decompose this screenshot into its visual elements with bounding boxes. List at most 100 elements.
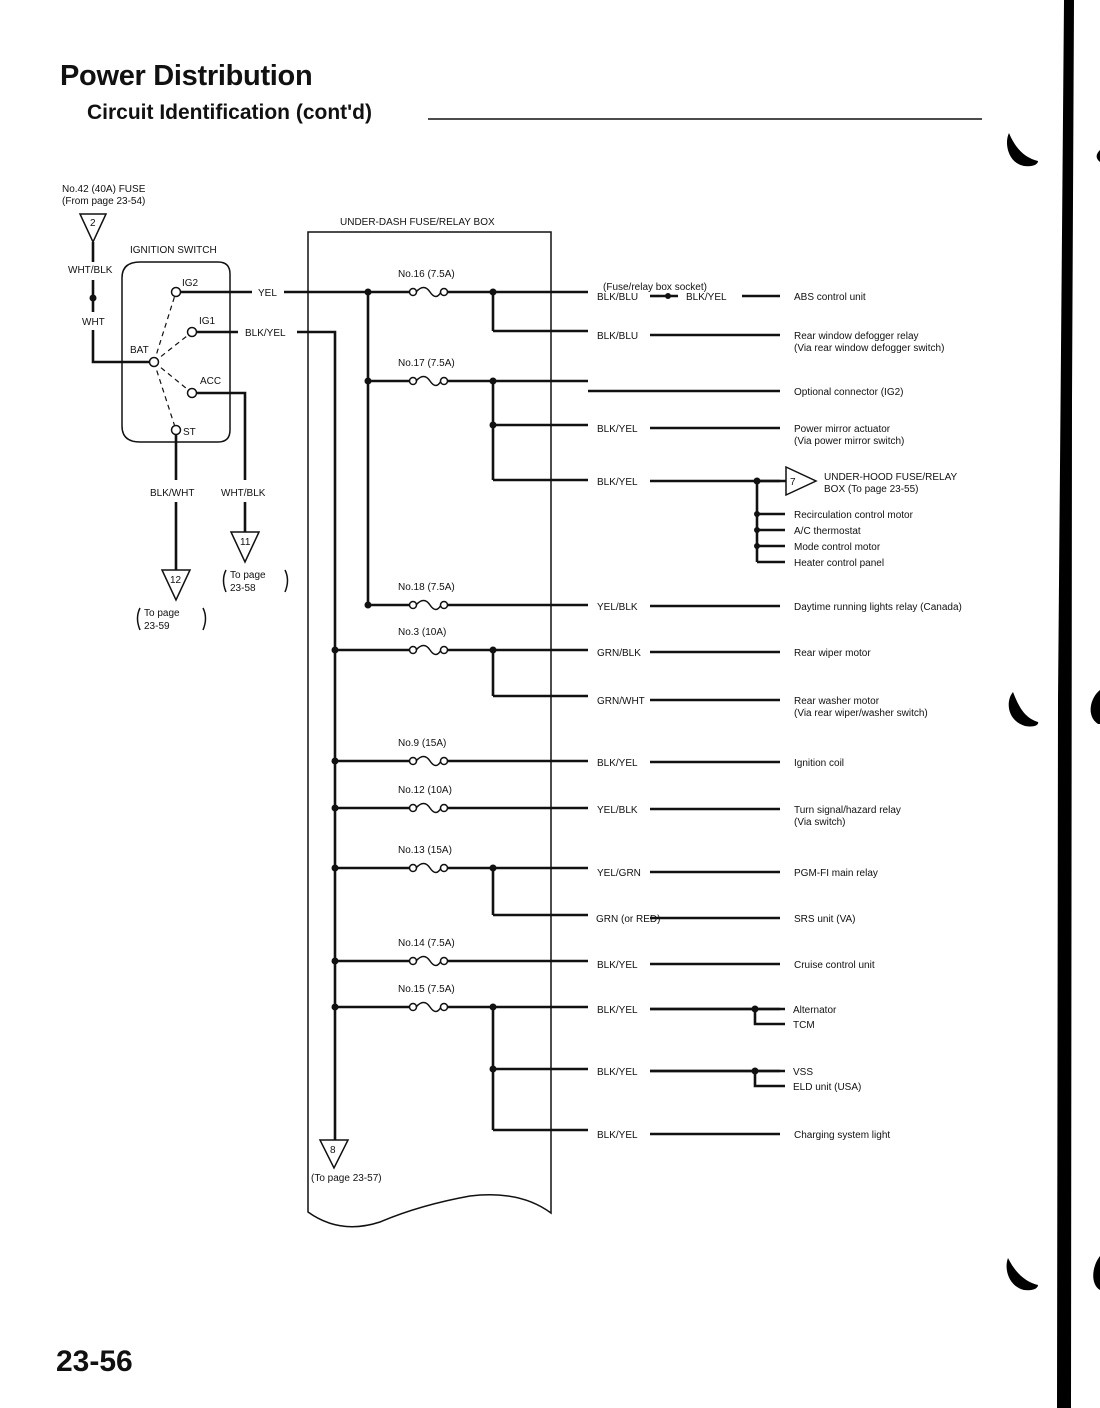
source-from-page: (From page 23-54) — [62, 196, 145, 207]
branch-load-label: Recirculation control motor — [794, 510, 914, 521]
acc-connector-page-2: 23-58 — [230, 583, 256, 594]
wire-color-label: GRN (or RED) — [596, 914, 660, 925]
fuse-label: No.13 (15A) — [398, 845, 452, 856]
terminal-st — [170, 424, 182, 436]
branch-load-label: VSS — [793, 1067, 813, 1078]
splice-dot — [489, 646, 497, 654]
fuse-terminal — [439, 645, 449, 655]
branch-load-label: Heater control panel — [794, 558, 884, 569]
fuse-label: No.3 (10A) — [398, 627, 446, 638]
fuse-terminal — [408, 863, 418, 873]
terminal-label-bat: BAT — [130, 345, 149, 356]
st-connector-page-2: 23-59 — [144, 621, 170, 632]
fuse-terminal — [408, 600, 418, 610]
fuse-terminal — [408, 376, 418, 386]
st-connector-page-1: To page — [144, 608, 180, 619]
bottom-connector-page: (To page 23-57) — [311, 1173, 382, 1184]
terminal-acc — [186, 387, 198, 399]
splice-dot — [489, 377, 497, 385]
splice-dot — [489, 864, 497, 872]
st-connector-number: 12 — [170, 575, 182, 586]
wire-label-blk-yel: BLK/YEL — [245, 328, 286, 339]
load-label: SRS unit (VA) — [794, 914, 856, 925]
fuse-label: No.15 (7.5A) — [398, 984, 455, 995]
connector-triangle-icon — [318, 1139, 350, 1170]
load-label: Optional connector (IG2) — [794, 387, 904, 398]
load-label: ABS control unit — [794, 292, 866, 303]
load-label-note: (Via rear wiper/washer switch) — [794, 708, 928, 719]
fuse: No.18 (7.5A) — [364, 582, 588, 611]
terminal-bat — [148, 356, 160, 368]
wire-color-label: BLK/YEL — [597, 960, 638, 971]
wire-label-acc: WHT/BLK — [221, 488, 266, 499]
load-label: Rear wiper motor — [794, 648, 871, 659]
splice-dot — [489, 288, 497, 296]
fuse-label: No.17 (7.5A) — [398, 358, 455, 369]
fuse-icon — [415, 802, 442, 814]
fuse-terminal — [408, 287, 418, 297]
fuse: No.9 (15A) — [331, 738, 588, 767]
page-number: 23-56 — [56, 1345, 133, 1378]
load-label-note: (Via rear window defogger switch) — [794, 343, 944, 354]
load-label: Turn signal/hazard relay — [794, 805, 901, 816]
fuse-icon — [415, 644, 442, 656]
terminal-label-ig2: IG2 — [182, 278, 199, 289]
branch-load-label: TCM — [793, 1020, 815, 1031]
acc-connector-number: 11 — [240, 537, 251, 548]
wire-color-label: BLK/YEL — [597, 1067, 638, 1078]
wire-color-label: BLK/YEL — [597, 477, 638, 488]
fuse-label: No.18 (7.5A) — [398, 582, 455, 593]
fuse: No.13 (15A) — [331, 845, 588, 874]
load-label-note: (Via power mirror switch) — [794, 436, 904, 447]
fuse-terminal — [408, 803, 418, 813]
registration-mark — [1090, 690, 1100, 724]
fuse-label: No.9 (15A) — [398, 738, 446, 749]
fuse-terminal — [439, 600, 449, 610]
wire-label-st: BLK/WHT — [150, 488, 194, 499]
fuse-icon — [415, 862, 442, 874]
fuse-terminal — [439, 863, 449, 873]
source-wire-lower: WHT — [82, 317, 105, 328]
wire-color-label: YEL/GRN — [597, 868, 641, 879]
load-label: Charging system light — [794, 1130, 890, 1141]
ignition-switch-label: IGNITION SWITCH — [130, 245, 217, 256]
fuse-terminal — [408, 756, 418, 766]
fuse-icon — [415, 755, 442, 767]
fuse-icon — [415, 375, 442, 387]
fuse-terminal — [439, 287, 449, 297]
fuse-icon — [415, 286, 442, 298]
splice-dot — [489, 1065, 497, 1073]
connector-triangle-icon — [78, 213, 108, 244]
branch-load-label: Alternator — [793, 1005, 837, 1016]
fuse: No.3 (10A) — [331, 627, 588, 656]
fuse-label: No.14 (7.5A) — [398, 938, 455, 949]
acc-connector-page-1: To page — [230, 570, 266, 581]
ignition-switch-body — [121, 261, 231, 443]
load-label: PGM-FI main relay — [794, 868, 878, 879]
fuse: No.12 (10A) — [331, 785, 588, 814]
load-label: UNDER-HOOD FUSE/RELAY — [824, 472, 957, 483]
wire-color-label: YEL/BLK — [597, 805, 638, 816]
page-subtitle: Circuit Identification (cont'd) — [87, 101, 372, 124]
fuse-terminal — [408, 645, 418, 655]
fuse-terminal — [408, 956, 418, 966]
load-label-note: BOX (To page 23-55) — [824, 484, 919, 495]
fuse: No.17 (7.5A) — [364, 358, 588, 387]
load-label: Power mirror actuator — [794, 424, 891, 435]
registration-mark — [1006, 1258, 1038, 1291]
terminal-label-acc: ACC — [200, 376, 221, 387]
connector-triangle-icon — [229, 531, 261, 564]
page-title: Power Distribution — [60, 60, 313, 92]
binding-bar — [1057, 0, 1074, 1408]
wire-color-label: YEL/BLK — [597, 602, 638, 613]
wire-color-label: BLK/YEL — [597, 1130, 638, 1141]
